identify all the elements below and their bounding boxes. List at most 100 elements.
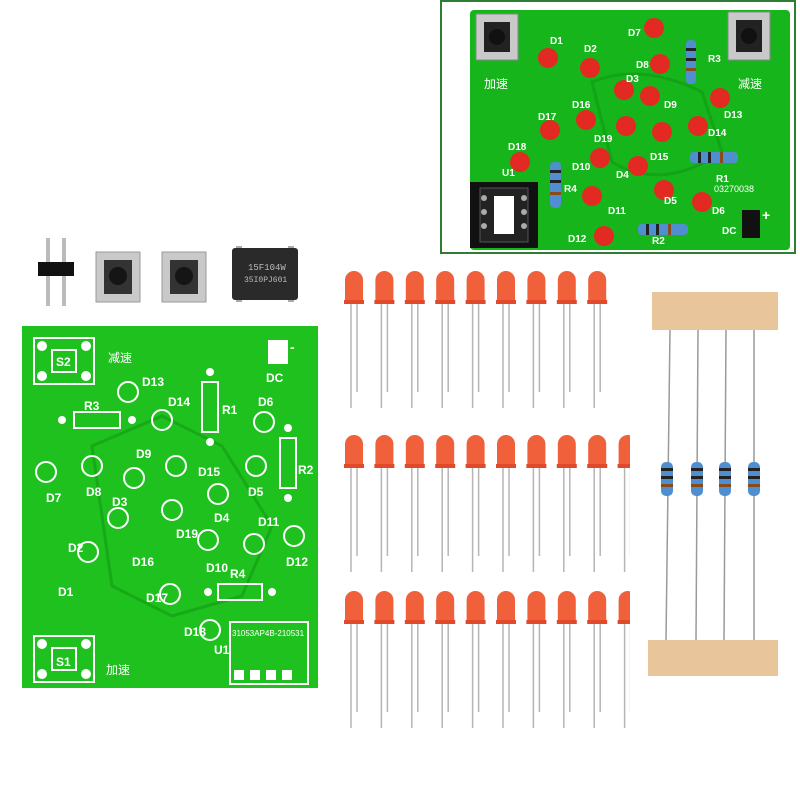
resistor-2 bbox=[691, 462, 703, 496]
loose-led-20 bbox=[344, 591, 364, 728]
inset-label-d14: D14 bbox=[708, 128, 727, 139]
pcb-label-d3: D3 bbox=[112, 495, 128, 509]
pcb-label-d17: D17 bbox=[146, 591, 168, 605]
pcb-label-plus: + bbox=[270, 339, 278, 355]
inset-button-right bbox=[727, 11, 771, 61]
loose-led-9 bbox=[587, 271, 608, 408]
s1-footprint bbox=[33, 635, 95, 683]
pcb-label-r1: R1 bbox=[222, 403, 238, 417]
pcb-label-d13: D13 bbox=[142, 375, 164, 389]
loose-led-25 bbox=[496, 591, 516, 728]
chip-marking-1: 15F104W bbox=[248, 263, 286, 273]
loose-led-4 bbox=[435, 271, 456, 408]
loose-led-18 bbox=[587, 435, 608, 572]
inset-label-d9: D9 bbox=[664, 100, 677, 111]
loose-led-22 bbox=[404, 591, 425, 728]
inset-button-left bbox=[475, 13, 519, 61]
inset-leds bbox=[510, 18, 730, 246]
pcb-label-d19: D19 bbox=[176, 527, 198, 541]
inset-label-d8: D8 bbox=[636, 60, 649, 71]
tape-top bbox=[652, 292, 778, 330]
bare-pcb: S2 S1 DC + - R3 R1 R2 R4 D13 D14 D6 D7 D… bbox=[22, 326, 318, 688]
inset-label-dc: DC bbox=[722, 226, 736, 237]
dc-pads bbox=[268, 340, 288, 364]
inset-label-d18: D18 bbox=[508, 142, 527, 153]
tape-bottom bbox=[648, 640, 778, 676]
pcb-label-d9: D9 bbox=[136, 447, 152, 461]
led-array bbox=[344, 271, 630, 728]
loose-led-15 bbox=[496, 435, 516, 572]
pcb-label-d4: D4 bbox=[214, 511, 230, 525]
pcb-label-d7: D7 bbox=[46, 491, 62, 505]
pcb-label-d15: D15 bbox=[198, 465, 220, 479]
pcb-label-d18: D18 bbox=[184, 625, 206, 639]
inset-resistor-r1 bbox=[690, 152, 738, 163]
loose-led-1 bbox=[344, 271, 364, 408]
inset-label-d16: D16 bbox=[572, 100, 591, 111]
pcb-label-u1: U1 bbox=[214, 643, 230, 657]
pcb-label-d10: D10 bbox=[206, 561, 228, 575]
inset-label-u1: U1 bbox=[502, 168, 515, 179]
pcb-label-dc: DC bbox=[266, 371, 284, 385]
pcb-label-d12: D12 bbox=[286, 555, 308, 569]
pcb-label-s1: S1 bbox=[56, 655, 71, 669]
resistors bbox=[661, 462, 760, 496]
pcb-label-d16: D16 bbox=[132, 555, 154, 569]
loose-led-6 bbox=[496, 271, 516, 408]
loose-led-24 bbox=[465, 591, 486, 728]
pin-header bbox=[38, 238, 74, 306]
inset-label-d10: D10 bbox=[572, 162, 591, 173]
loose-led-13 bbox=[435, 435, 456, 572]
inset-label-r2: R2 bbox=[652, 236, 665, 247]
loose-led-2 bbox=[374, 271, 395, 408]
pcb-label-slow-down: 减速 bbox=[108, 351, 132, 365]
loose-led-11 bbox=[374, 435, 395, 572]
inset-resistor-r2 bbox=[638, 224, 688, 235]
pcb-label-d8: D8 bbox=[86, 485, 102, 499]
inset-label-d7: D7 bbox=[628, 28, 641, 39]
resistor-4 bbox=[748, 462, 760, 496]
s2-footprint bbox=[33, 337, 95, 385]
inset-dc-header bbox=[742, 210, 760, 238]
inset-label-d5: D5 bbox=[664, 196, 677, 207]
pcb-label-d11: D11 bbox=[258, 515, 280, 529]
inset-label-d11: D11 bbox=[608, 206, 626, 217]
loose-led-27 bbox=[556, 591, 577, 728]
loose-led-8 bbox=[556, 271, 577, 408]
chip-marking-2: 35I0PJ601 bbox=[244, 276, 287, 285]
inset-label-d15: D15 bbox=[650, 152, 669, 163]
pcb-label-d6: D6 bbox=[258, 395, 274, 409]
inset-label-slow-down: 减速 bbox=[738, 77, 762, 91]
loose-led-7 bbox=[526, 271, 547, 408]
pcb-label-s2: S2 bbox=[56, 355, 71, 369]
loose-led-10 bbox=[344, 435, 364, 572]
inset-label-plus: + bbox=[762, 207, 770, 223]
pcb-serial: 31053AP4B-210531 bbox=[232, 629, 305, 638]
inset-label-d19: D19 bbox=[594, 134, 613, 145]
inset-label-r4: R4 bbox=[564, 184, 577, 195]
inset-resistor-r4 bbox=[550, 162, 561, 208]
pcb-label-d1: D1 bbox=[58, 585, 74, 599]
inset-ic-socket bbox=[470, 182, 538, 248]
loose-led-5 bbox=[465, 271, 486, 408]
inset-label-r3: R3 bbox=[708, 54, 721, 65]
assembled-board-photo: 加速 减速 bbox=[440, 0, 796, 254]
inset-resistor-r3 bbox=[686, 40, 696, 84]
u1-footprint bbox=[229, 621, 309, 685]
inset-label-d6: D6 bbox=[712, 206, 725, 217]
loose-led-14 bbox=[465, 435, 486, 572]
tactile-switch-2 bbox=[161, 251, 207, 303]
inset-label-d13: D13 bbox=[724, 110, 743, 121]
pcb-label-speed-up: 加速 bbox=[106, 663, 130, 677]
dip8-chip: 15F104W 35I0PJ601 bbox=[232, 246, 298, 302]
inset-label-speed-up: 加速 bbox=[484, 77, 508, 91]
loose-led-19 bbox=[617, 435, 630, 572]
pcb-label-minus: - bbox=[290, 339, 295, 355]
inset-label-d2: D2 bbox=[584, 44, 597, 55]
bare-pcb-svg: S2 S1 DC + - R3 R1 R2 R4 D13 D14 D6 D7 D… bbox=[22, 326, 318, 688]
pcb-label-r4: R4 bbox=[230, 567, 246, 581]
resistor-strip bbox=[648, 292, 778, 676]
inset-label-r1: R1 bbox=[716, 174, 729, 185]
inset-label-d1: D1 bbox=[550, 36, 563, 47]
pcb-label-d5: D5 bbox=[248, 485, 264, 499]
